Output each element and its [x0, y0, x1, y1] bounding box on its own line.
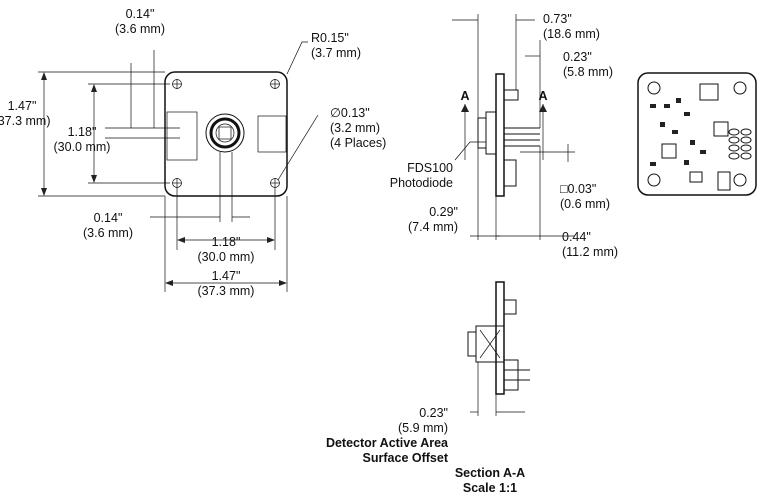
mounting-hole-tl [172, 79, 182, 89]
mounting-hole-bl [172, 178, 182, 188]
height-outer-mm: (37.3 mm) [0, 114, 50, 128]
section-title: Section A-A [455, 466, 525, 480]
side-view: A A 0.73" (18.6 mm) 0.23" (5.8 mm) FDS10… [390, 12, 618, 259]
height-inner-mm: (30.0 mm) [54, 140, 111, 154]
section-dim-mm: (5.9 mm) [398, 421, 448, 435]
section-pcb [495, 281, 505, 395]
side-photodiode [485, 111, 497, 155]
radius-mm: (3.7 mm) [311, 46, 361, 60]
width-inner-mm: (30.0 mm) [198, 250, 255, 264]
offset-left-in: 0.29" [429, 205, 458, 219]
width-outer-in: 1.47" [212, 269, 241, 283]
left-dim-mm: (3.6 mm) [83, 226, 133, 240]
top-dim-in: 0.14" [126, 7, 155, 21]
rear-ic-1 [699, 83, 719, 101]
hole-in: ∅0.13" [330, 106, 370, 120]
detector-type: Photodiode [390, 176, 453, 190]
left-component [166, 111, 198, 161]
height-outer-in: 1.47" [8, 99, 37, 113]
mounting-hole-br [270, 178, 280, 188]
offset-left-mm: (7.4 mm) [408, 220, 458, 234]
hole-mm: (3.2 mm) [330, 121, 380, 135]
depth-total-in: 0.73" [543, 12, 572, 26]
section-a-left: A [460, 89, 469, 103]
detector-name: FDS100 [407, 161, 453, 175]
rear-ic-2 [713, 121, 729, 137]
offset-right-mm: (11.2 mm) [562, 245, 618, 259]
detector-leader [454, 141, 486, 161]
rear-pcb-outline [637, 72, 757, 196]
hole-leader [277, 114, 319, 181]
section-label-2: Surface Offset [363, 451, 449, 465]
section-label-1: Detector Active Area [326, 436, 449, 450]
right-connector [257, 115, 287, 153]
side-pcb [495, 73, 505, 197]
photodiode-front [205, 113, 245, 153]
section-view: 0.23" (5.9 mm) Detector Active Area Surf… [326, 281, 530, 495]
pin-len-mm: (5.8 mm) [563, 65, 613, 79]
section-a-right: A [538, 89, 547, 103]
top-dim-mm: (3.6 mm) [115, 22, 165, 36]
hole-places: (4 Places) [330, 136, 386, 150]
width-outer-mm: (37.3 mm) [198, 284, 255, 298]
left-dim-in: 0.14" [94, 211, 123, 225]
mounting-hole-tr [270, 79, 280, 89]
section-dim-in: 0.23" [419, 406, 448, 420]
pcb-outline [164, 71, 288, 197]
rear-view [637, 72, 757, 196]
pin-size-in: □0.03" [560, 182, 596, 196]
rear-pin-header [728, 128, 752, 160]
section-scale: Scale 1:1 [463, 481, 517, 495]
depth-total-mm: (18.6 mm) [543, 27, 600, 41]
offset-right-in: 0.44" [562, 230, 591, 244]
front-view: 0.14" (3.6 mm) R0.15" (3.7 mm) 1.47" (37… [0, 7, 386, 298]
rear-ic-3 [661, 143, 677, 159]
width-inner-in: 1.18" [212, 235, 241, 249]
pin-size-mm: (0.6 mm) [560, 197, 610, 211]
height-inner-in: 1.18" [68, 125, 97, 139]
radius-in: R0.15" [311, 31, 349, 45]
radius-leader [286, 41, 308, 75]
pin-len-in: 0.23" [563, 50, 592, 64]
